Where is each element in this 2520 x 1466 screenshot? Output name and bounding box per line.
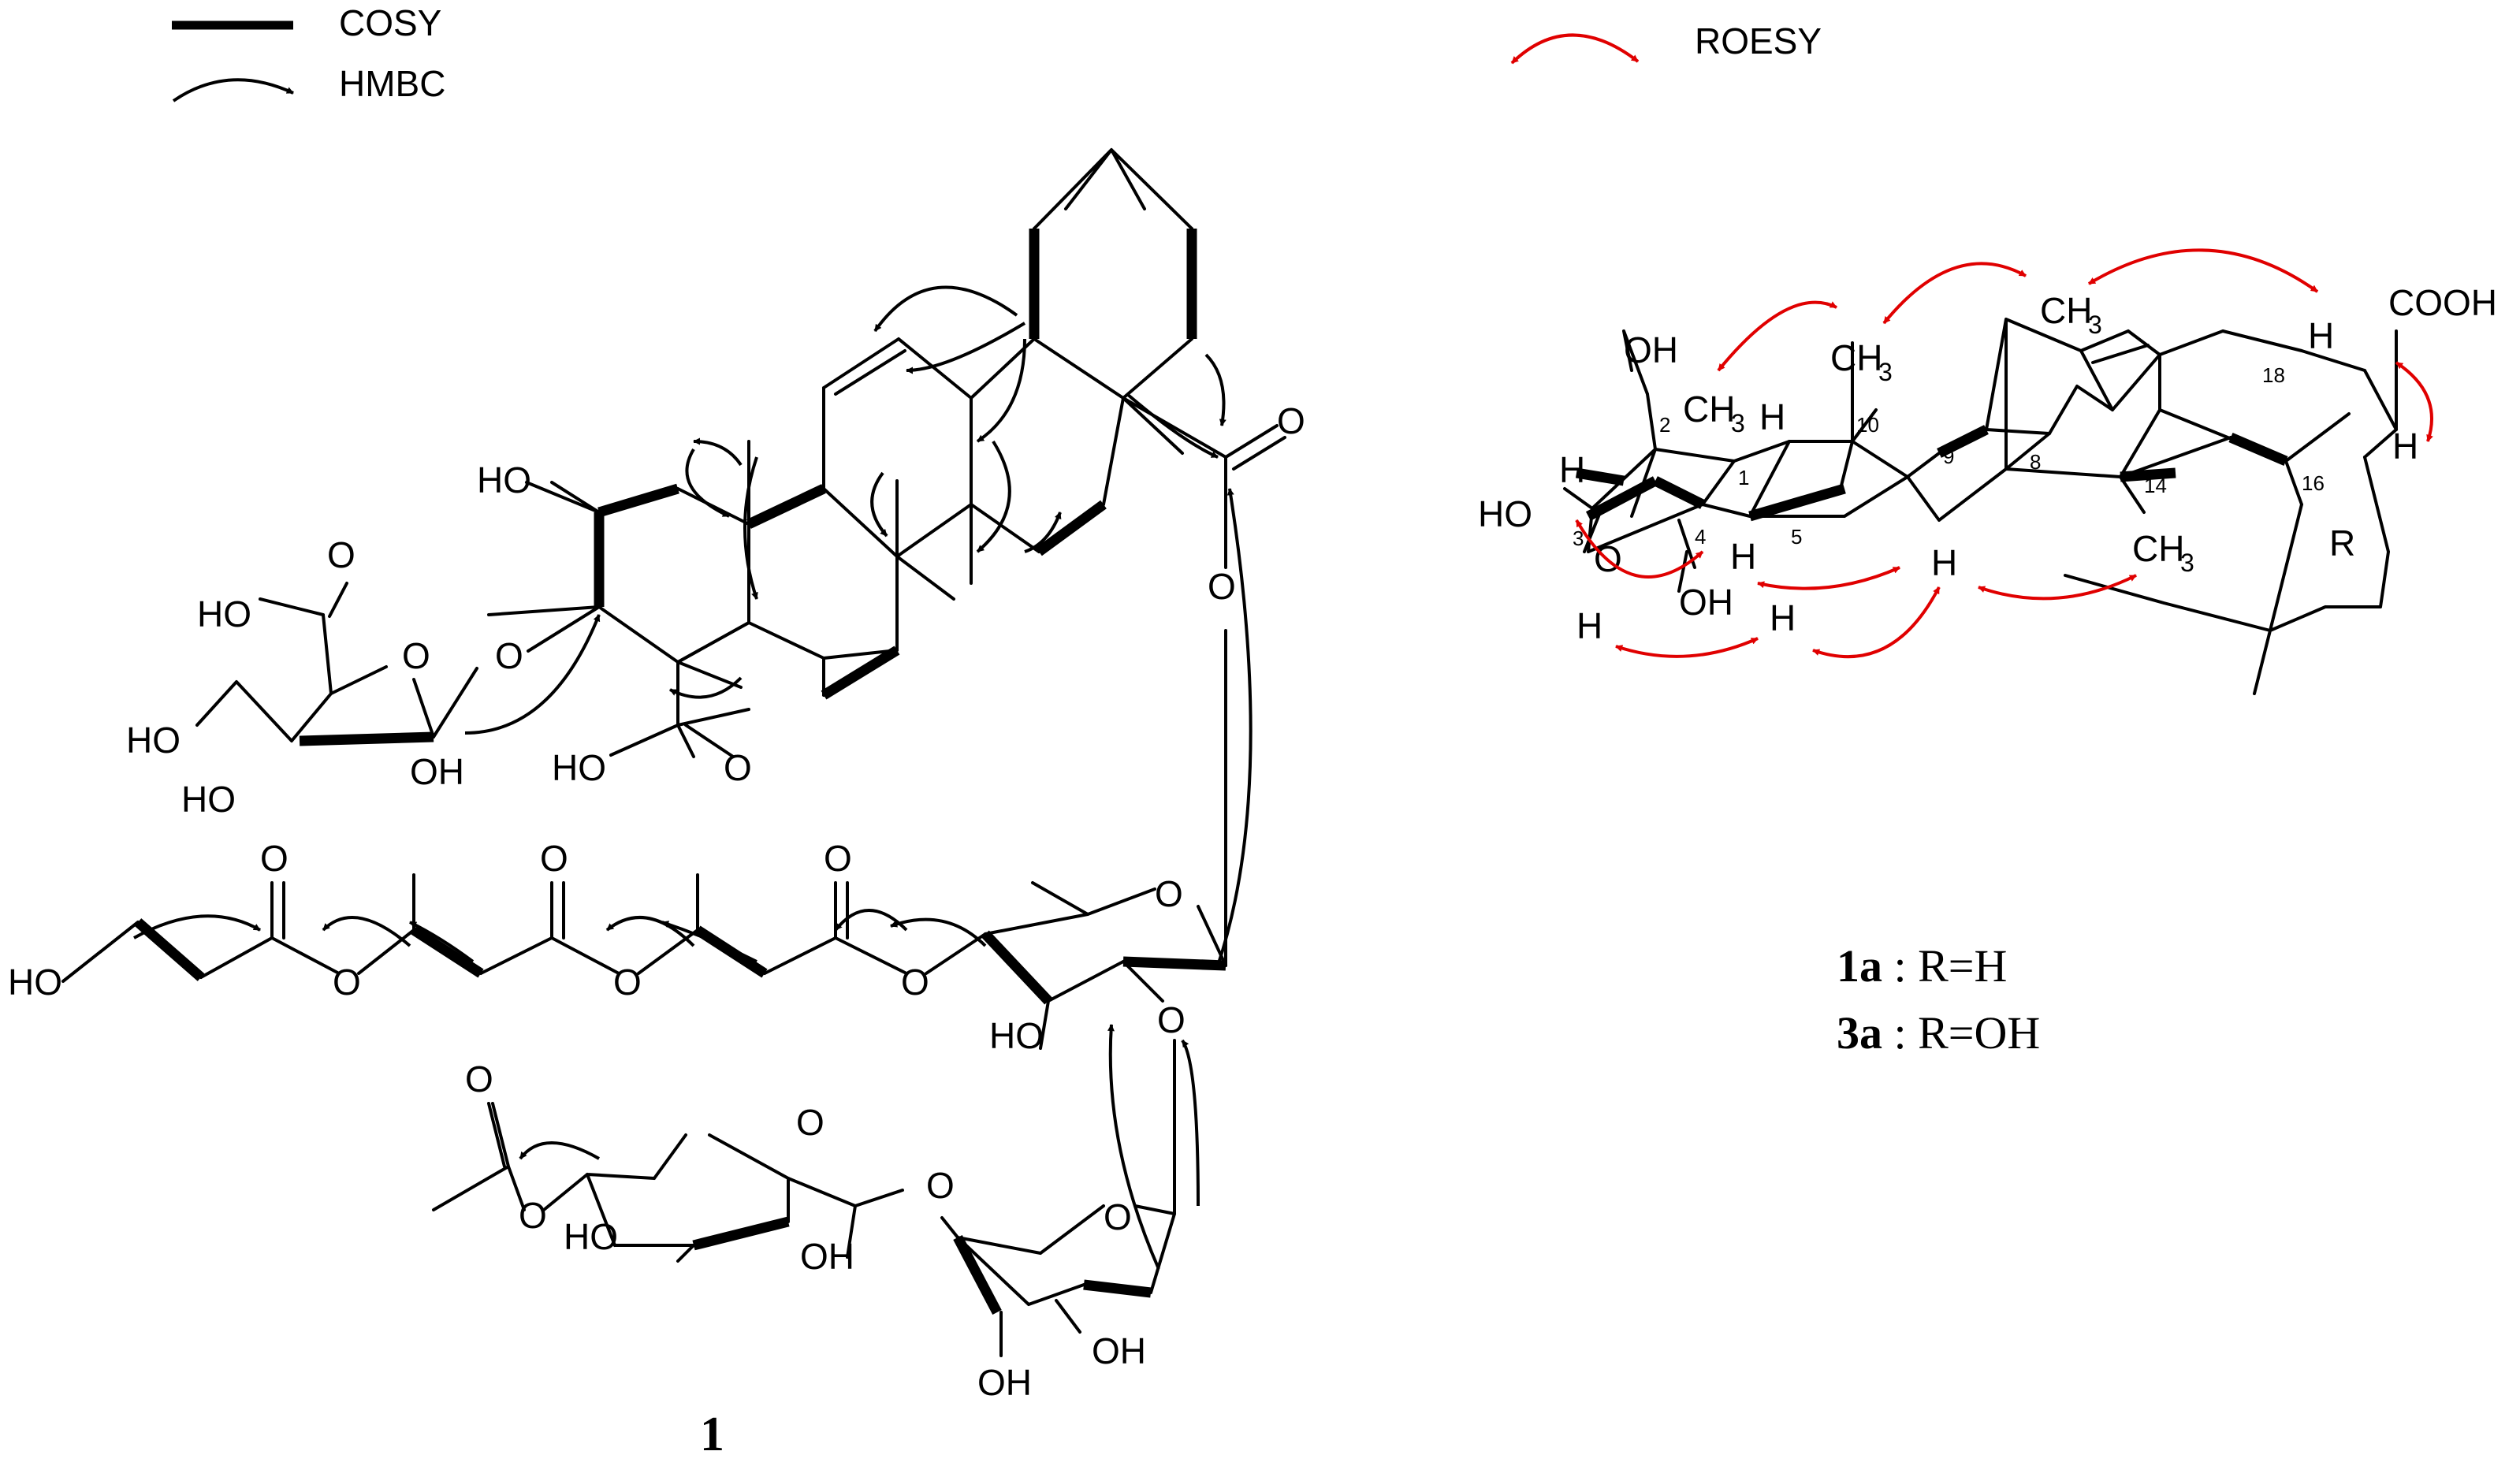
chain-terminal-oh: HO <box>8 962 62 1003</box>
fucose-link-o: O <box>1157 999 1186 1040</box>
fucose-oh: HO <box>989 1015 1044 1056</box>
xylose-link-o: O <box>926 1165 955 1206</box>
atom-number: 16 <box>2302 471 2325 495</box>
xylose-3-oh: HO <box>564 1216 618 1257</box>
hmbc-legend-arrow <box>172 78 294 102</box>
rhamnose-2-oh: OH <box>977 1362 1032 1403</box>
h-c5: H <box>1730 536 1756 577</box>
atom-number: 14 <box>2144 474 2167 497</box>
h-c3-lower: H <box>1576 605 1602 646</box>
glca-ring-o: O <box>402 635 430 676</box>
c4-acid-oh: OH <box>1679 582 1733 623</box>
c28-carboxyl: COOH <box>2388 282 2497 323</box>
h-c3: H <box>1559 449 1585 490</box>
c28-carbonyl-o: O <box>1277 400 1305 441</box>
c3-hydroxyl: HO <box>1478 493 1532 534</box>
cosy-legend-label: COSY <box>339 2 441 43</box>
c10-methyl: CH <box>1830 337 1882 378</box>
atom-number: 10 <box>1856 413 1879 437</box>
c24-acid-oh: HO <box>552 747 606 788</box>
hmbc-legend-label: HMBC <box>339 63 445 104</box>
atom-number: 2 <box>1659 413 1670 437</box>
variant-labels: 1a : R=H 3a : R=OH <box>1837 940 2040 1059</box>
ester2-o: O <box>613 962 642 1003</box>
fucose-ring-o: O <box>1155 873 1183 914</box>
atom-number: 8 <box>2030 450 2041 474</box>
h-c16: H <box>2392 426 2418 467</box>
c10-methyl-sub: 3 <box>1878 358 1893 386</box>
variant-1a: 1a : R=H <box>1837 940 2007 992</box>
atom-number: 5 <box>1791 525 1802 549</box>
glca-4-oh: HO <box>126 720 181 761</box>
roesy-legend-arrow <box>1510 33 1640 65</box>
xylose-ring-o: O <box>796 1102 824 1143</box>
c2-hydroxyl: OH <box>1624 329 1678 370</box>
atom-number: 9 <box>1943 445 1954 468</box>
rhamnose-ring-o: O <box>1104 1196 1132 1237</box>
hmbc-correlations <box>133 285 1253 1270</box>
glca-acid-o: O <box>327 534 355 575</box>
glca-2-oh: OH <box>410 751 464 792</box>
atom-number: 4 <box>1695 525 1706 549</box>
ester2-carbonyl-o: O <box>540 838 568 879</box>
ester1-o: O <box>333 962 361 1003</box>
roesy-legend-label: ROESY <box>1695 20 1822 61</box>
r-substituent: R <box>2329 523 2355 564</box>
ring-a-hydroxyl: HO <box>477 460 531 500</box>
c14-methyl: CH <box>2132 528 2184 569</box>
acetyl-o: O <box>519 1195 547 1236</box>
glca-3-oh: HO <box>181 779 236 820</box>
c28-ester-o: O <box>1208 566 1236 607</box>
glycosidic-o: O <box>495 635 523 676</box>
ester3-carbonyl-o: O <box>824 838 852 879</box>
h-c5-lower: H <box>1770 597 1796 638</box>
glca-acid-oh: HO <box>197 593 251 634</box>
variant-3a: 3a : R=OH <box>1837 1007 2040 1059</box>
h-c1: H <box>1759 396 1785 437</box>
roesy-correlations <box>1575 248 2433 659</box>
atom-number: 18 <box>2262 363 2285 387</box>
legend: COSY HMBC ROESY <box>172 2 1822 104</box>
ester1-carbonyl-o: O <box>260 838 288 879</box>
compound-1-structure: O O HO HO O O O HO O HO HO OH HO O O O O… <box>8 148 1305 1461</box>
h-c18: H <box>2308 315 2334 356</box>
rhamnose-3-oh: OH <box>1092 1330 1146 1371</box>
h-c9: H <box>1931 542 1957 583</box>
compound-1-label: 1 <box>700 1408 724 1461</box>
c4-methyl-sub: 3 <box>1731 409 1745 437</box>
atom-number: 1 <box>1738 466 1749 489</box>
compound-1a-structure: COOH OH HO CH 3 CH 3 CH 3 CH 3 H H H H H… <box>1478 248 2497 1059</box>
acetyl-carbonyl-o: O <box>465 1059 493 1100</box>
c8-methyl-sub: 3 <box>2088 311 2102 339</box>
c4-methyl: CH <box>1683 389 1735 430</box>
c8-methyl: CH <box>2040 290 2092 331</box>
c24-acid-o: O <box>724 747 752 788</box>
ester3-o: O <box>901 962 929 1003</box>
xylose-2-oh: OH <box>800 1236 854 1277</box>
c14-methyl-sub: 3 <box>2180 549 2194 577</box>
